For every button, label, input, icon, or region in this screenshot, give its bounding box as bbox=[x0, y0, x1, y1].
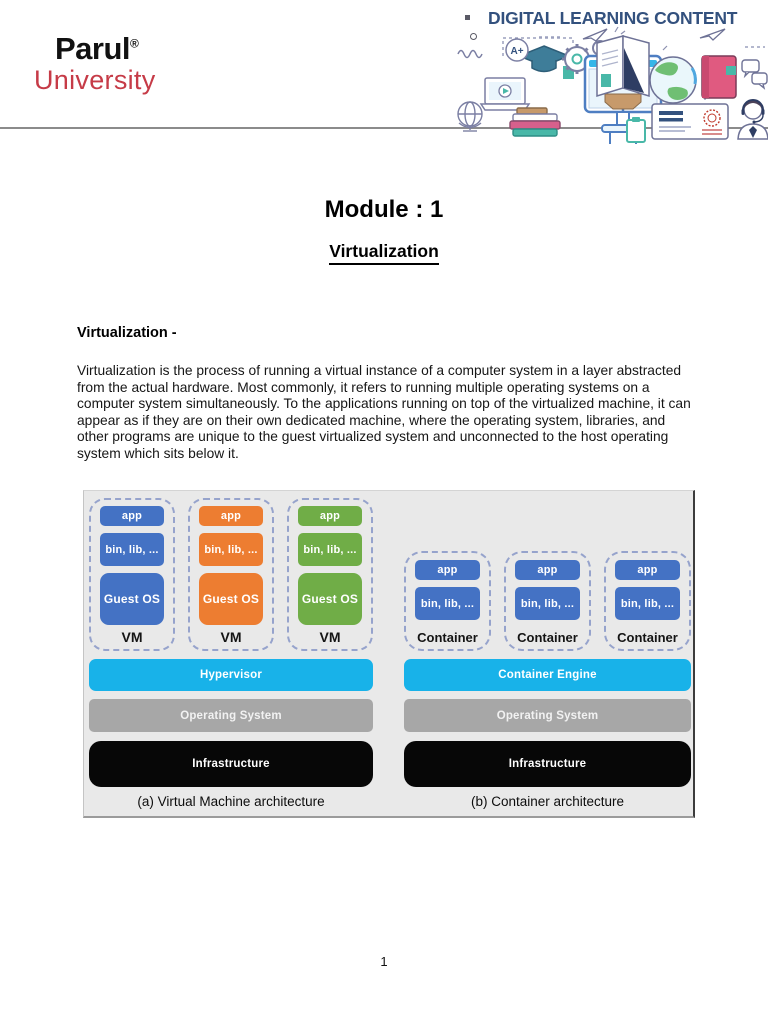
page-title: Module : 1 bbox=[324, 196, 444, 223]
bin-lib-box: bin, lib, ... bbox=[515, 587, 580, 620]
bin-lib-box: bin, lib, ... bbox=[298, 533, 362, 566]
laptop-icon bbox=[479, 77, 531, 111]
registered-mark: ® bbox=[130, 36, 139, 51]
vm-stack: app bin, lib, ... Guest OS VM bbox=[287, 498, 373, 651]
bin-lib-box: bin, lib, ... bbox=[199, 533, 263, 566]
digital-learning-banner: DIGITAL LEARNING CONTENT bbox=[455, 4, 768, 146]
square-dot-icon bbox=[465, 15, 470, 20]
vm-stack: app bin, lib, ... Guest OS VM bbox=[188, 498, 274, 651]
container-stack: app bin, lib, ... Container bbox=[504, 551, 591, 651]
container-label: Container bbox=[617, 630, 678, 645]
guest-os-box: Guest OS bbox=[100, 573, 164, 625]
section-heading: Virtualization - bbox=[77, 325, 177, 341]
globe-icon bbox=[649, 56, 697, 104]
container-stack: app bin, lib, ... Container bbox=[404, 551, 491, 651]
vm-label: VM bbox=[121, 629, 143, 645]
app-box: app bbox=[515, 560, 580, 580]
bin-lib-box: bin, lib, ... bbox=[615, 587, 680, 620]
vm-stacks-row: app bin, lib, ... Guest OS VM app bin, l… bbox=[89, 498, 373, 651]
guest-os-box: Guest OS bbox=[199, 573, 263, 625]
circle-dot-icon bbox=[470, 33, 477, 40]
container-engine-layer: Container Engine bbox=[404, 659, 691, 691]
vm-architecture-caption: (a) Virtual Machine architecture bbox=[137, 794, 325, 809]
vm-label: VM bbox=[220, 629, 242, 645]
app-box: app bbox=[199, 506, 263, 526]
vm-stack: app bin, lib, ... Guest OS VM bbox=[89, 498, 175, 651]
vm-architecture-panel: app bin, lib, ... Guest OS VM app bin, l… bbox=[89, 491, 373, 816]
svg-text:A+: A+ bbox=[510, 46, 523, 57]
certificate-icon bbox=[651, 103, 729, 140]
open-book-icon bbox=[596, 35, 650, 110]
container-stacks-row: app bin, lib, ... Container app bin, lib… bbox=[404, 551, 691, 651]
logo-name-text: Parul bbox=[55, 31, 131, 66]
support-person-icon bbox=[737, 99, 768, 140]
page-number: 1 bbox=[380, 954, 388, 969]
squiggle-icon bbox=[457, 49, 483, 59]
paper-plane-icon bbox=[582, 28, 726, 42]
digital-learning-illustration: A+ bbox=[457, 26, 768, 144]
bin-lib-box: bin, lib, ... bbox=[100, 533, 164, 566]
vm-vs-container-diagram: app bin, lib, ... Guest OS VM app bin, l… bbox=[83, 490, 695, 818]
bin-lib-box: bin, lib, ... bbox=[415, 587, 480, 620]
parul-university-logo: Parul® University bbox=[34, 33, 156, 94]
a-plus-badge-icon: A+ bbox=[505, 38, 529, 62]
header-divider bbox=[0, 127, 768, 129]
small-globe-icon bbox=[457, 101, 483, 132]
logo-subname: University bbox=[34, 65, 156, 95]
operating-system-layer: Operating System bbox=[89, 699, 373, 732]
body-paragraph: Virtualization is the process of running… bbox=[77, 363, 691, 461]
app-box: app bbox=[298, 506, 362, 526]
app-box: app bbox=[615, 560, 680, 580]
speech-bubbles-icon bbox=[741, 59, 768, 90]
clipboard-icon bbox=[626, 117, 646, 143]
page-subtitle-wrap: Virtualization bbox=[0, 241, 768, 265]
operating-system-layer: Operating System bbox=[404, 699, 691, 732]
books-stack-icon bbox=[509, 107, 561, 137]
container-architecture-caption: (b) Container architecture bbox=[470, 794, 625, 809]
infrastructure-layer: Infrastructure bbox=[89, 741, 373, 787]
vm-label: VM bbox=[319, 629, 341, 645]
app-box: app bbox=[415, 560, 480, 580]
guest-os-box: Guest OS bbox=[298, 573, 362, 625]
logo-name: Parul® bbox=[55, 33, 156, 64]
page-subtitle: Virtualization bbox=[329, 241, 439, 265]
container-label: Container bbox=[517, 630, 578, 645]
app-box: app bbox=[100, 506, 164, 526]
container-label: Container bbox=[417, 630, 478, 645]
container-stack: app bin, lib, ... Container bbox=[604, 551, 691, 651]
infrastructure-layer: Infrastructure bbox=[404, 741, 691, 787]
sparkle-decorations bbox=[614, 26, 668, 51]
banner-title: DIGITAL LEARNING CONTENT bbox=[488, 8, 738, 28]
hypervisor-layer: Hypervisor bbox=[89, 659, 373, 691]
notebook-icon bbox=[701, 55, 737, 99]
container-architecture-panel: app bin, lib, ... Container app bin, lib… bbox=[404, 491, 691, 816]
